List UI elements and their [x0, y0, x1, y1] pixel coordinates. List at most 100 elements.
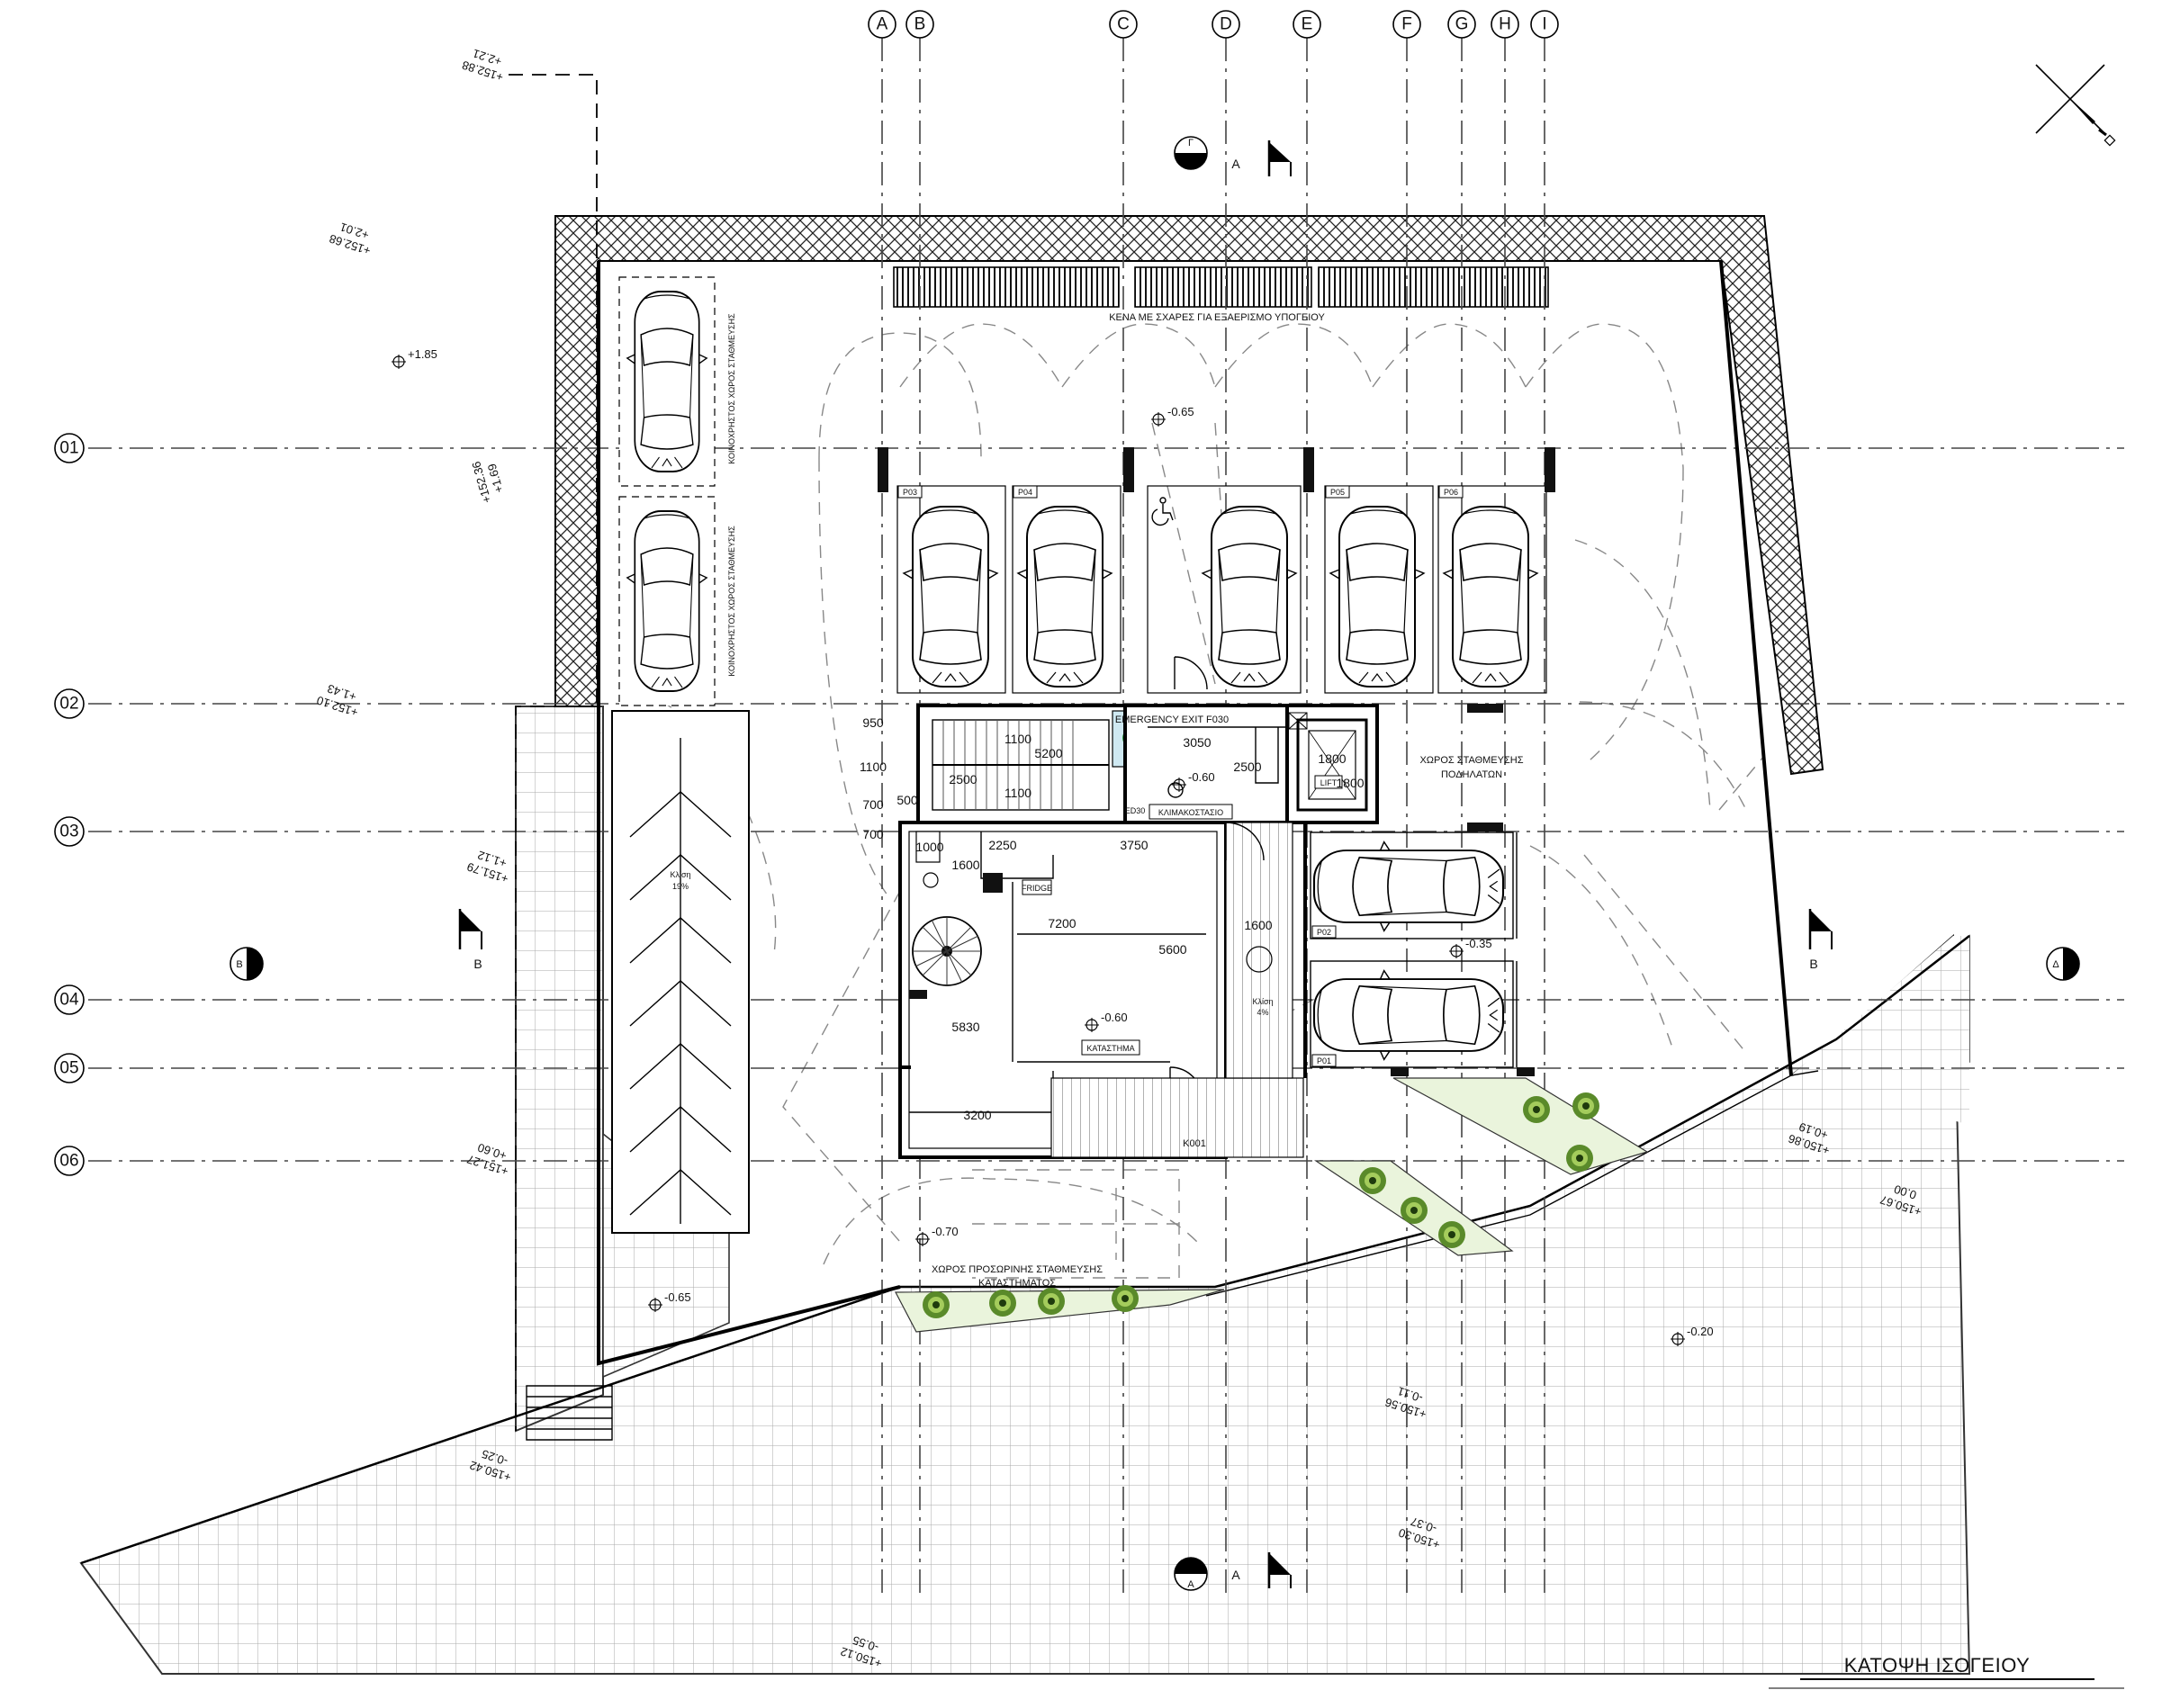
level-value: -0.65	[664, 1290, 691, 1304]
dimension: 1100	[1004, 732, 1031, 746]
dimension: 2500	[949, 772, 977, 787]
dimension: 5200	[1034, 746, 1062, 760]
drawing-title: ΚΑΤΟΨΗ ΙΣΟΓΕΙΟΥ	[1844, 1654, 2031, 1677]
grid-bubble: 05	[54, 1053, 85, 1083]
common-parking-label-2: ΚΟΙΝΟΧΡΗΣΤΟΣ ΧΩΡΟΣ ΣΤΑΘΜΕΥΣΗΣ	[727, 526, 736, 677]
grid-label: G	[1455, 15, 1469, 34]
common-parking-left: ΚΟΙΝΟΧΡΗΣΤΟΣ ΧΩΡΟΣ ΣΤΑΘΜΕΥΣΗΣ ΚΟΙΝΟΧΡΗΣΤ…	[618, 276, 736, 706]
grid-bubble: D	[1212, 10, 1240, 39]
dimension: 7200	[1048, 916, 1076, 930]
grid-label: B	[914, 15, 926, 34]
level-marker: -0.60	[1085, 1011, 1128, 1032]
section-label: B	[473, 957, 482, 971]
section-markers: Γ A A A B B Δ	[230, 136, 2080, 1591]
car-icon	[626, 291, 708, 472]
level-marker: -0.20	[1671, 1325, 1714, 1346]
dimension: 1800	[1318, 751, 1346, 766]
level-marker: -0.60	[1172, 770, 1215, 792]
level-tag: +151.27 +0.60	[465, 1141, 510, 1179]
grid-label: H	[1499, 15, 1511, 34]
section-label: A	[1231, 1568, 1240, 1582]
level-marker: -0.65	[648, 1290, 691, 1312]
common-parking-label-1: ΚΟΙΝΟΧΡΗΣΤΟΣ ΧΩΡΟΣ ΣΤΑΘΜΕΥΣΗΣ	[727, 313, 736, 464]
grid-bubble: 03	[54, 816, 85, 847]
title-block: ΚΑΤΟΨΗ ΙΣΟΓΕΙΟΥ	[1769, 1654, 2124, 1689]
grid-label: 03	[59, 823, 78, 841]
dimension: 500	[896, 793, 918, 807]
car-icon	[1329, 506, 1425, 688]
dimension: 5600	[1158, 942, 1186, 957]
accessible-parking-icon	[1151, 497, 1174, 526]
car-icon	[1312, 969, 1505, 1061]
ramp-right-slope: 4%	[1257, 1008, 1268, 1017]
grid-label: 02	[59, 695, 78, 714]
level-relative: 0.00	[1892, 1182, 1918, 1202]
level-value: +1.85	[408, 347, 437, 361]
grid-bubble: C	[1109, 10, 1138, 39]
section-label: B	[1809, 957, 1817, 971]
ramp-left-slope: 19%	[672, 882, 689, 891]
section-marker-a-top: Γ A	[1174, 136, 1292, 176]
section-marker-a-bottom: A A	[1174, 1552, 1292, 1591]
core-building: LIFT FRIDGE Κλίση 4%	[898, 704, 1535, 1159]
level-value: -0.65	[1167, 405, 1194, 418]
grid-label: F	[1401, 15, 1412, 34]
grid-label: E	[1302, 15, 1313, 34]
level-tag: +152.36 +1.69	[469, 460, 506, 505]
level-marker: +1.85	[392, 347, 437, 369]
temp-parking-label-1: ΧΩΡΟΣ ΠΡΟΣΩΡΙΝΗΣ ΣΤΑΘΜΕΥΣΗΣ	[932, 1264, 1103, 1275]
level-marker: -0.70	[915, 1225, 959, 1246]
dimension: 2250	[988, 838, 1016, 852]
section-bubble-label: Δ	[2052, 959, 2059, 970]
vent-grilles: ΚΕΝΑ ΜΕ ΣΧΑΡΕΣ ΓΙΑ ΕΞΑΕΡΙΣΜΟ ΥΠΟΓΕΙΟΥ	[893, 266, 1549, 323]
grid-bubbles-left: 01 02 03 04 05 06	[54, 433, 85, 1176]
left-ramp: Κλίση 19%	[611, 710, 750, 1234]
ramp-left-label: Κλίση	[670, 870, 690, 879]
car-icon	[626, 510, 708, 692]
north-arrow-icon	[2035, 64, 2116, 147]
dimensions: 950 1100 700 700 500 1000 2250 3750 1600…	[860, 715, 1365, 1122]
lift-label: LIFT	[1320, 778, 1338, 787]
grid-label: D	[1220, 15, 1232, 34]
door-code: K001	[1183, 1138, 1206, 1149]
car-icon	[1017, 506, 1113, 688]
dimension: 5830	[951, 1020, 979, 1034]
grid-bubble: 04	[54, 984, 85, 1015]
parking-id: P02	[1317, 928, 1331, 937]
car-icon	[903, 506, 998, 688]
grid-label: 05	[59, 1059, 78, 1078]
parking-id: P03	[903, 488, 917, 497]
grid-bubble: 01	[54, 433, 85, 463]
dimension: 3050	[1183, 735, 1211, 750]
dimension: 1600	[951, 858, 979, 872]
car-icon	[1443, 506, 1538, 688]
car-icon	[1312, 841, 1505, 932]
parking-id: P06	[1444, 488, 1458, 497]
level-tag: +152.68 +2.01	[328, 220, 373, 258]
section-bubble-label: Γ	[1188, 138, 1194, 148]
fridge-label: FRIDGE	[1022, 884, 1052, 893]
level-value: -0.60	[1101, 1011, 1128, 1024]
grid-bubble: G	[1447, 10, 1476, 39]
planters	[895, 1077, 1649, 1333]
parking-id: P04	[1018, 488, 1032, 497]
dimension: 1000	[915, 840, 943, 854]
grid-bubble: 02	[54, 688, 85, 719]
stair-label: ΚΛΙΜΑΚΟΣΤΑΣΙΟ	[1158, 808, 1223, 817]
bike-parking-label-2: ΠΟΔΗΛΑΤΩΝ	[1441, 769, 1502, 780]
grid-bubble: 06	[54, 1146, 85, 1176]
grid-label: C	[1117, 15, 1130, 34]
ed-code: ED30	[1125, 806, 1146, 815]
emergency-exit-label: EMERGENCY EXIT F030	[1115, 715, 1229, 725]
section-label: A	[1231, 157, 1240, 171]
dimension: 950	[862, 715, 884, 730]
ramp-right-label: Κλίση	[1252, 997, 1273, 1006]
dimension: 3750	[1120, 838, 1148, 852]
level-value: -0.20	[1687, 1325, 1714, 1338]
dimension: 1800	[1336, 776, 1364, 790]
grid-label: A	[877, 15, 888, 34]
car-icon	[1202, 506, 1297, 688]
grid-bubble: B	[905, 10, 934, 39]
dimension: 1100	[1004, 786, 1031, 800]
section-bubble-label: B	[236, 959, 242, 970]
